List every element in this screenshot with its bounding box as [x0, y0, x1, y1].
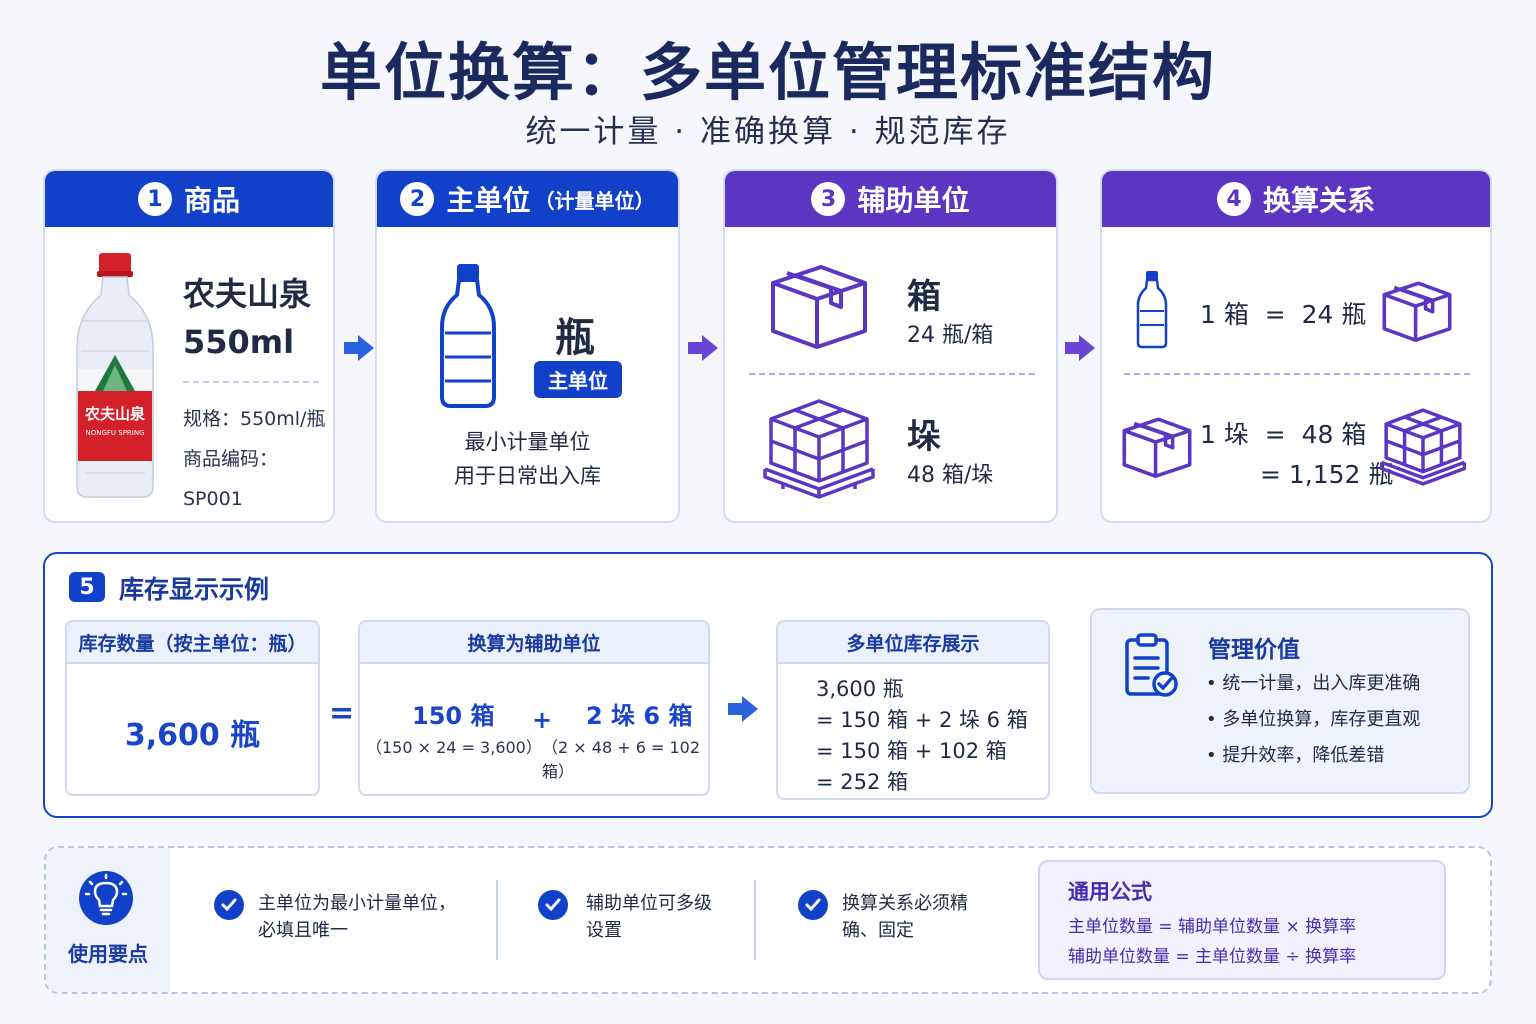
check-icon [538, 890, 568, 920]
relation-card-title: 换算关系 [1262, 184, 1375, 217]
inventory-section-title: 库存显示示例 [119, 575, 270, 604]
aux-unit-card: 3 辅助单位 箱 24 瓶/箱 [723, 169, 1058, 523]
relation-card-header: 4 换算关系 [1102, 171, 1490, 227]
bottle-icon [1136, 269, 1168, 353]
list-item: • 多单位换算，库存更直观 [1206, 709, 1421, 730]
lightbulb-icon [78, 870, 134, 930]
box-icon [769, 261, 869, 355]
usage-tips-label: 使用要点 [68, 942, 148, 966]
relation-pallet-box: 1 垛 = 48 箱 [1200, 420, 1367, 449]
management-value-list: • 统一计量，出入库更准确 • 多单位换算，库存更直观 • 提升效率，降低差错 [1206, 666, 1420, 774]
display-line: = 150 箱 + 2 垛 6 箱 [816, 708, 1028, 732]
main-unit-desc-1: 最小计量单位 [464, 430, 591, 454]
relation-pallet-bottle: = 1,152 瓶 [1260, 460, 1394, 489]
arrow-right-icon [686, 333, 720, 363]
divider [496, 880, 498, 960]
inventory-qty-box: 库存数量（按主单位：瓶） 3,600 瓶 [65, 620, 320, 796]
check-icon [798, 890, 828, 920]
main-unit-card-header: 2 主单位 （计量单位） [377, 171, 678, 227]
plus-sign: + [532, 706, 553, 734]
general-formula-title: 通用公式 [1068, 880, 1152, 904]
clipboard-check-icon [1124, 632, 1178, 702]
equals-sign: = [329, 696, 355, 731]
conversion-pallets: 2 垛 6 箱 [586, 702, 693, 730]
product-card-header: 1 商品 [45, 171, 333, 227]
box-icon [1380, 279, 1454, 347]
step-number: 2 [400, 182, 435, 216]
divider [1124, 373, 1470, 375]
check-icon [214, 890, 244, 920]
multi-unit-display-header: 多单位库存展示 [778, 622, 1048, 664]
box-unit-name: 箱 [907, 277, 941, 317]
product-spec: 规格：550ml/瓶 [183, 408, 326, 430]
aux-unit-card-title: 辅助单位 [857, 184, 970, 217]
divider [183, 381, 319, 383]
display-lines: 3,600 瓶 = 150 箱 + 2 垛 6 箱 = 150 箱 + 102 … [816, 674, 1028, 798]
usage-point-3: 换算关系必须精 确、固定 [842, 893, 968, 941]
conversion-box: 换算为辅助单位 150 箱 （150 × 24 = 3,600） + 2 垛 6… [358, 620, 710, 796]
page-title: 单位换算：多单位管理标准结构 [319, 36, 1216, 109]
usage-point-1: 主单位为最小计量单位， 必填且唯一 [258, 893, 456, 941]
step-number: 1 [137, 182, 172, 216]
product-code: 商品编码：SP001 [183, 448, 279, 510]
list-item: • 统一计量，出入库更准确 [1206, 673, 1421, 694]
conversion-boxes-formula: （150 × 24 = 3,600） [366, 738, 542, 757]
page-subtitle: 统一计量 · 准确换算 · 规范库存 [525, 114, 1011, 150]
conversion-boxes: 150 箱 [412, 702, 495, 730]
relation-box-bottle: 1 箱 = 24 瓶 [1200, 300, 1367, 329]
inventory-qty-value: 3,600 瓶 [124, 718, 261, 753]
divider [754, 880, 756, 960]
arrow-right-icon [342, 333, 376, 363]
product-card: 1 商品 农夫山泉 NONGFU SPRING 农夫山泉 550ml 规格：55… [43, 169, 335, 523]
product-card-title: 商品 [183, 184, 240, 217]
relation-card: 4 换算关系 1 箱 = 24 瓶 [1100, 169, 1492, 523]
usage-point-2: 辅助单位可多级 设置 [586, 893, 712, 941]
usage-tips-label-column: 使用要点 [46, 848, 170, 992]
main-unit-badge: 主单位 [534, 361, 622, 398]
step-number: 4 [1216, 182, 1251, 216]
step-number: 3 [811, 182, 846, 216]
box-unit-rule: 24 瓶/箱 [907, 323, 994, 348]
aux-unit-card-header: 3 辅助单位 [725, 171, 1056, 227]
management-value-box: 管理价值 • 统一计量，出入库更准确 • 多单位换算，库存更直观 • 提升效率，… [1090, 608, 1470, 794]
pallet-icon [1379, 407, 1467, 491]
svg-text:农夫山泉: 农夫山泉 [84, 405, 146, 423]
formula-aux-unit: 辅助单位数量 = 主单位数量 ÷ 换算率 [1068, 947, 1357, 967]
pallet-unit-name: 垛 [907, 417, 941, 457]
main-unit-card-title: 主单位 [446, 184, 531, 217]
main-unit-card: 2 主单位 （计量单位） 瓶 主单位 最小计量单位 用于日常出入库 [375, 169, 680, 523]
product-volume: 550ml [183, 323, 295, 361]
inventory-example-section: 5 库存显示示例 库存数量（按主单位：瓶） 3,600 瓶 = 换算为辅助单位 … [43, 552, 1493, 818]
main-unit-name: 瓶 [555, 315, 595, 361]
product-name: 农夫山泉 [183, 275, 312, 313]
inventory-qty-header: 库存数量（按主单位：瓶） [67, 622, 318, 664]
display-line: = 150 箱 + 102 箱 [816, 739, 1007, 763]
display-line: 3,600 瓶 [816, 677, 904, 701]
box-icon [1120, 415, 1194, 483]
formula-main-unit: 主单位数量 = 辅助单位数量 × 换算率 [1068, 917, 1357, 937]
main-unit-card-note: （计量单位） [534, 188, 655, 213]
step-number: 5 [69, 572, 105, 602]
list-item: • 提升效率，降低差错 [1206, 745, 1385, 766]
pallet-icon [763, 397, 875, 505]
management-value-title: 管理价值 [1208, 637, 1300, 663]
pallet-unit-rule: 48 箱/垛 [907, 463, 994, 488]
arrow-right-icon [725, 694, 761, 724]
arrow-right-icon [1063, 333, 1097, 363]
conversion-pallets-formula: （2 × 48 + 6 = 102 箱） [542, 738, 700, 781]
multi-unit-display-box: 多单位库存展示 3,600 瓶 = 150 箱 + 2 垛 6 箱 = 150 … [776, 620, 1050, 800]
svg-text:NONGFU SPRING: NONGFU SPRING [85, 429, 144, 437]
conversion-header: 换算为辅助单位 [360, 622, 708, 664]
main-unit-desc-2: 用于日常出入库 [454, 464, 601, 488]
display-line: = 252 箱 [816, 770, 909, 794]
divider [749, 373, 1035, 375]
water-bottle-image: 农夫山泉 NONGFU SPRING [73, 251, 157, 503]
bottle-icon [439, 261, 497, 413]
general-formula-box: 通用公式 主单位数量 = 辅助单位数量 × 换算率 辅助单位数量 = 主单位数量… [1038, 860, 1446, 980]
